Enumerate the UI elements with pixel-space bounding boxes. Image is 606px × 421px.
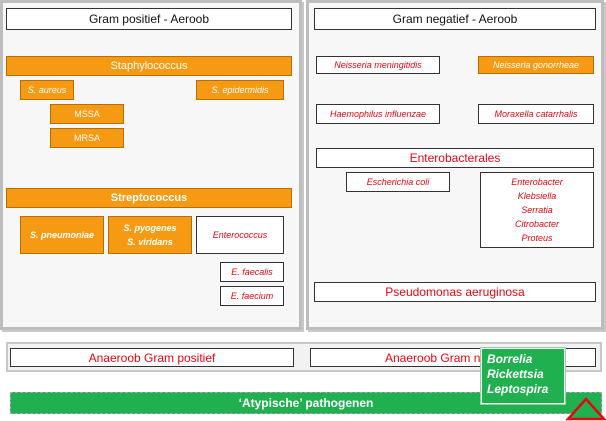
neisseria-meningitidis-box: Neisseria meningitidis — [316, 56, 440, 74]
neisseria-gonorrheae-box: Neisseria gonorrheae — [478, 56, 594, 74]
anaerobe-gram-positive-box: Anaeroob Gram positief — [10, 348, 294, 367]
s-viridans-label: S. viridans — [127, 237, 173, 247]
moraxella-catarrhalis-box: Moraxella catarrhalis — [478, 104, 594, 124]
e-faecium-box: E. faecium — [220, 286, 284, 306]
s-epidermidis-box: S. epidermidis — [196, 80, 284, 100]
enterobacter-group-box: Enterobacter Klebsiella Serratia Citroba… — [480, 172, 594, 248]
enterobacterales-box: Enterobacterales — [316, 148, 594, 168]
atypical-pathogens-bar: ‘Atypische’ pathogenen — [10, 392, 602, 414]
s-pneumoniae-box: S. pneumoniae — [20, 216, 104, 254]
gram-negative-header: Gram negatief - Aeroob — [314, 8, 596, 30]
s-pyogenes-viridans-box: S. pyogenes S. viridans — [108, 216, 192, 254]
triangle-marker-icon — [566, 397, 606, 421]
borrelia-label: Borrelia — [487, 352, 533, 366]
rickettsia-label: Rickettsia — [487, 367, 544, 381]
e-coli-box: Escherichia coli — [346, 172, 450, 192]
staphylococcus-box: Staphylococcus — [6, 56, 292, 76]
e-faecalis-box: E. faecalis — [220, 262, 284, 282]
proteus-label: Proteus — [521, 233, 553, 243]
pseudomonas-box: Pseudomonas aeruginosa — [314, 282, 596, 302]
haemophilus-influenzae-box: Haemophilus influenzae — [316, 104, 440, 124]
atypical-list-box: Borrelia Rickettsia Leptospira — [481, 348, 565, 404]
mssa-box: MSSA — [50, 104, 124, 124]
s-aureus-box: S. aureus — [20, 80, 74, 100]
serratia-label: Serratia — [521, 205, 553, 215]
streptococcus-box: Streptococcus — [6, 188, 292, 208]
enterococcus-box: Enterococcus — [196, 216, 284, 254]
klebsiella-label: Klebsiella — [517, 191, 557, 201]
mrsa-box: MRSA — [50, 128, 124, 148]
enterobacter-label: Enterobacter — [511, 177, 563, 187]
gram-positive-header: Gram positief - Aeroob — [6, 8, 292, 30]
s-pyogenes-label: S. pyogenes — [123, 223, 177, 233]
citrobacter-label: Citrobacter — [514, 219, 559, 229]
leptospira-label: Leptospira — [487, 382, 549, 396]
